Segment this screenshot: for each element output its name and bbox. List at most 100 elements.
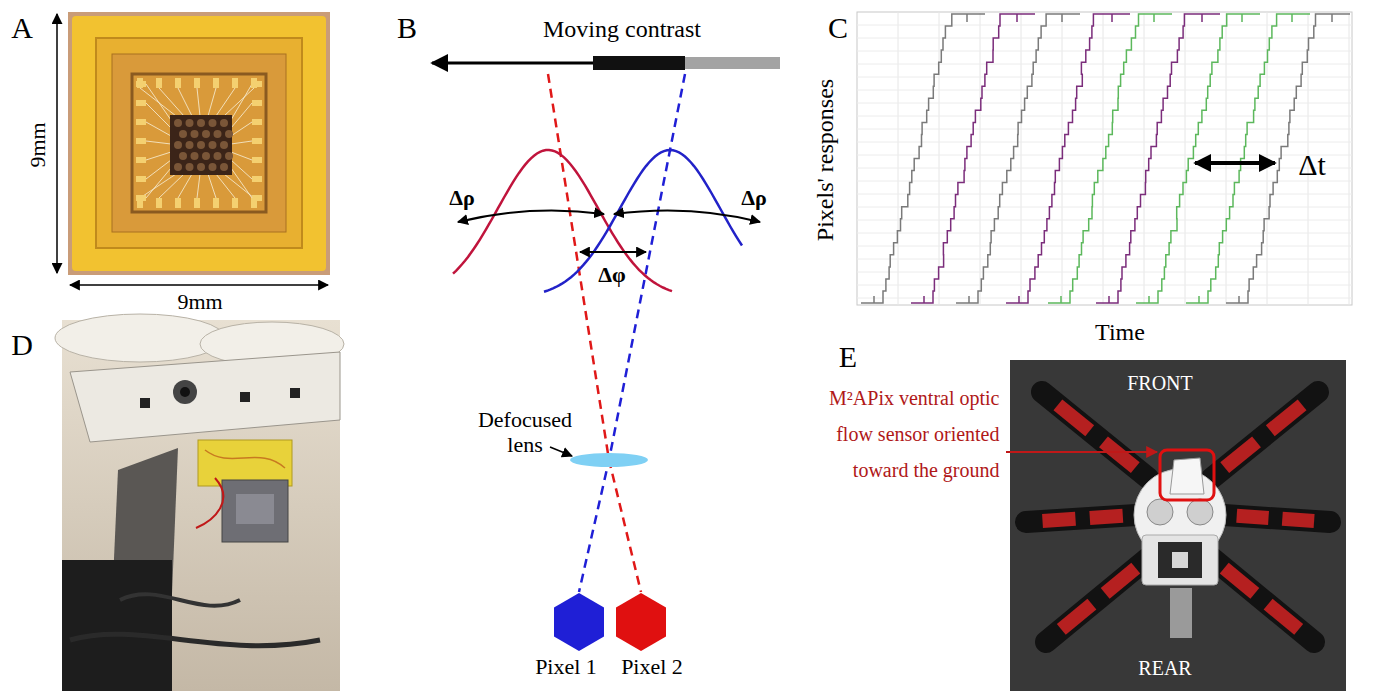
grid-line: [857, 155, 1352, 156]
robot-sensor-photo-part: [180, 387, 190, 397]
bond-wire: [231, 141, 252, 144]
grid-line: [1144, 12, 1145, 305]
panel-letter: D: [11, 328, 33, 363]
hexapod-photo-part: [1170, 588, 1192, 638]
bond-pad: [252, 138, 262, 144]
panel-letter: B: [397, 11, 417, 46]
grid-line: [857, 64, 1352, 65]
moving-contrast: [432, 56, 780, 70]
grid-line: [1349, 12, 1350, 305]
pixel-facet: [209, 141, 217, 149]
grid-line: [898, 12, 899, 305]
leg-servo: [1268, 604, 1299, 629]
axis-label: Time: [1095, 319, 1145, 347]
dimension-arrows-part: [56, 14, 58, 273]
pixel-facet: [197, 119, 205, 127]
hexapod-photo-part: [1187, 499, 1213, 525]
pixel-hexagon: [554, 593, 604, 651]
receptive-axes-part: [548, 74, 641, 592]
pixel-facet: [209, 163, 217, 171]
pixel-facet: [220, 119, 228, 127]
chart-grid: [857, 12, 1352, 305]
sensitivity-curves-part: [544, 150, 742, 292]
pixel-facet: [220, 141, 228, 149]
grid-line: [857, 77, 1352, 78]
callout-arrow-part: [1006, 451, 1157, 453]
leg-segment: [1046, 558, 1148, 642]
grid-line: [857, 38, 1352, 39]
robot-sensor-photo-part: [240, 392, 250, 402]
orientation-label: REAR: [1138, 657, 1191, 680]
bond-pad: [136, 176, 146, 182]
hexapod-photo-part: [1170, 458, 1204, 494]
lens-label: Defocused lens: [465, 407, 585, 458]
leg-segment: [1042, 392, 1148, 478]
bond-wire: [178, 174, 192, 198]
bond-pad: [252, 157, 262, 163]
bond-wire: [146, 122, 171, 136]
response-chart-part: [1195, 161, 1275, 165]
robot-sensor-photo-part: [196, 478, 223, 528]
dimension-label: 9mm: [25, 122, 50, 167]
response-trace: [1186, 14, 1310, 303]
bond-pad: [213, 78, 219, 88]
grid-line: [857, 129, 1352, 130]
response-trace: [911, 14, 1035, 303]
leg-segment: [1212, 558, 1314, 642]
grid-line: [857, 116, 1352, 117]
chip-photo-part: [170, 115, 232, 175]
robot-sensor-photo-part: [173, 380, 197, 404]
pixel-facet: [186, 119, 194, 127]
pixel-facet: [197, 163, 205, 171]
bond-pad: [156, 198, 162, 208]
pixel-facet: [202, 130, 210, 138]
bond-wire: [224, 88, 254, 116]
bond-pad: [175, 198, 181, 208]
axis-label: Pixels' responses: [812, 79, 840, 241]
grid-line: [857, 207, 1352, 208]
pixel-facet: [225, 152, 233, 160]
lens-part: [570, 453, 648, 467]
response-trace: [1226, 14, 1350, 303]
pixel-facet: [191, 130, 199, 138]
pixel-facet: [209, 119, 217, 127]
pixel-facet: [186, 141, 194, 149]
moving-contrast-part: [685, 57, 780, 69]
dimension-arrows-part: [70, 284, 328, 286]
hexapod-photo: [1010, 360, 1346, 691]
pixel-hexagon: [613, 592, 669, 652]
bond-wire: [146, 84, 171, 120]
grid-line: [1185, 12, 1186, 305]
grid-line: [1021, 12, 1022, 305]
pixel-facet: [191, 152, 199, 160]
robot-sensor-photo-part: [55, 314, 225, 362]
grid-line: [857, 246, 1352, 247]
leg-servo: [1043, 519, 1076, 521]
robot-sensor-photo-part: [290, 388, 300, 398]
bond-pad: [136, 119, 146, 125]
pixel-facet: [225, 130, 233, 138]
bond-pad: [136, 195, 146, 201]
response-chart: [857, 12, 1352, 305]
response-trace: [1006, 14, 1130, 303]
angle-arrows: [458, 210, 760, 252]
robot-sensor-photo: [55, 314, 344, 691]
bond-wire: [178, 88, 192, 116]
angle-label: Δφ: [598, 262, 626, 287]
leg-servo: [1061, 604, 1092, 629]
pixel-hexagon: [551, 592, 607, 652]
pixel-facet: [174, 119, 182, 127]
bond-wire: [146, 141, 171, 144]
leg-servo: [1224, 568, 1255, 593]
grid-line: [857, 103, 1352, 104]
grid-line: [857, 194, 1352, 195]
robot-sensor-photo-part: [205, 450, 285, 468]
receptive-axes-part: [579, 74, 685, 592]
bond-pad: [252, 119, 262, 125]
robot-sensor-photo-part: [140, 398, 150, 408]
grid-line: [857, 168, 1352, 169]
leg-segment: [1212, 392, 1318, 478]
bond-wire: [208, 174, 216, 198]
panel-letter: C: [828, 11, 848, 46]
